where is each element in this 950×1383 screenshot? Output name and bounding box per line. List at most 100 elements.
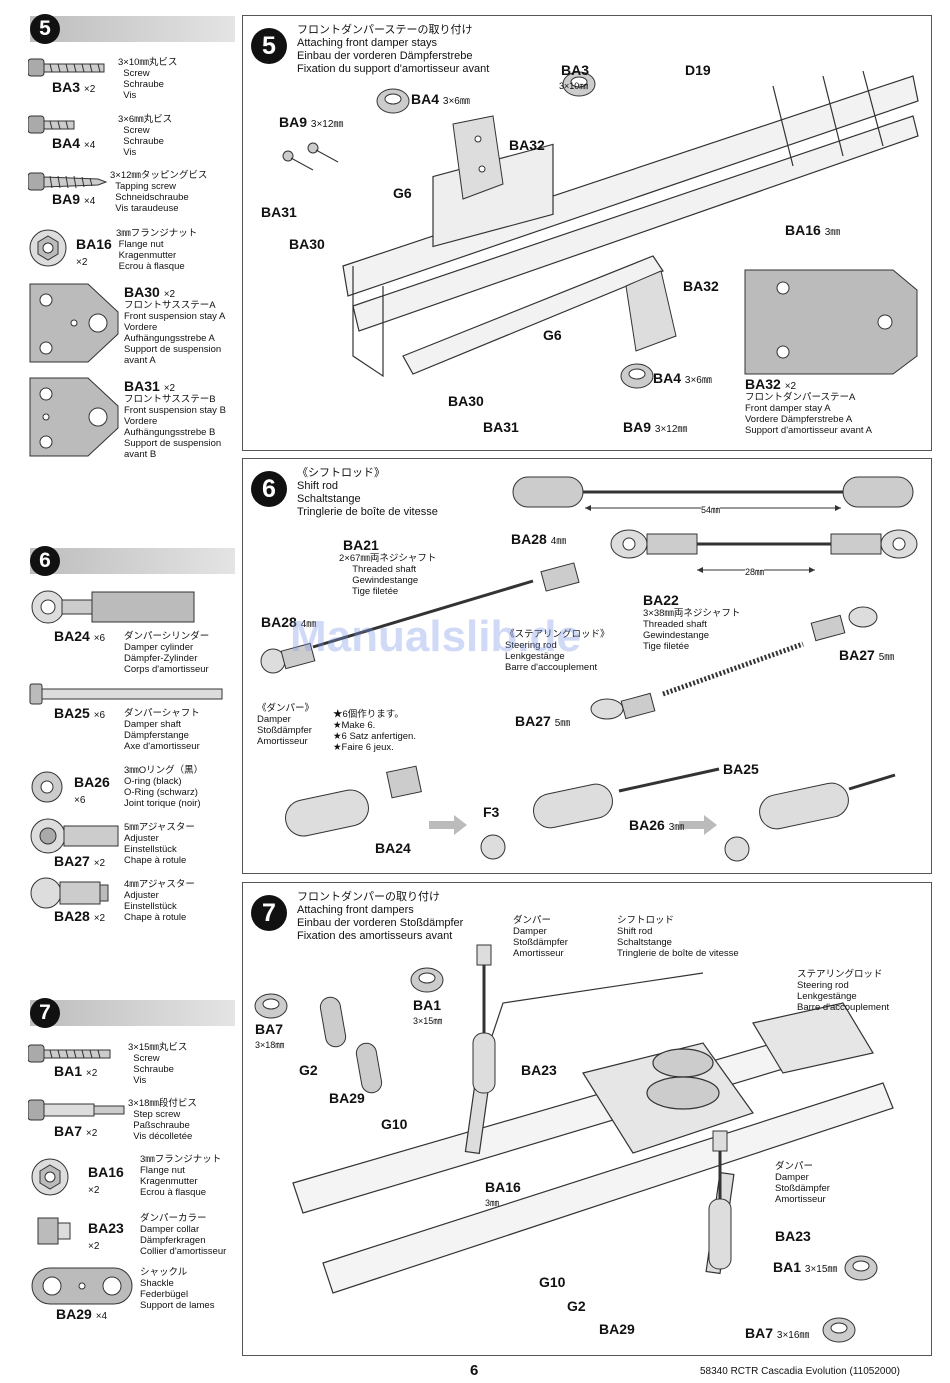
watermark: Manualslib.de bbox=[290, 612, 581, 661]
ba21-description: 2×67㎜両ネジシャフト Threaded shaft Gewindestang… bbox=[339, 553, 437, 597]
step7-header-bar bbox=[30, 1000, 235, 1026]
label-ba32: BA32 bbox=[509, 137, 545, 153]
flange-nut-icon bbox=[620, 363, 654, 389]
ba22-description: 3×38㎜両ネジシャフト Threaded shaft Gewindestang… bbox=[643, 608, 741, 652]
label-ba30-lower: BA30 bbox=[448, 393, 484, 409]
step-screw-icon bbox=[28, 1099, 125, 1121]
label-ba27-right: BA27 5㎜ bbox=[839, 647, 895, 663]
label-ba16-size: 3㎜ bbox=[485, 1198, 500, 1208]
screw-icon bbox=[28, 1044, 111, 1063]
label-ba24: BA24 bbox=[375, 840, 411, 856]
steering-rod-caption: 《ステアリングロッド》 Steering rod Lenkgestänge Ba… bbox=[505, 629, 610, 673]
damper-caption: 《ダンパー》 Damper Stoßdämpfer Amortisseur bbox=[257, 703, 315, 747]
part-description: 3㎜フランジナット Flange nut Kragenmutter Ecrou … bbox=[116, 228, 198, 272]
flange-nut-icon bbox=[31, 1158, 69, 1196]
label-ba4: BA4 3×6㎜ bbox=[411, 91, 470, 107]
panel6-number-badge: 6 bbox=[251, 471, 287, 507]
flange-nut-icon bbox=[822, 1317, 856, 1343]
o-ring-icon bbox=[31, 771, 63, 803]
step5-header-bar bbox=[30, 16, 235, 42]
part-description: ダンパーカラー Damper collar Dämpferkragen Coll… bbox=[140, 1213, 227, 1257]
dim-28: 28㎜ bbox=[745, 565, 765, 578]
label-d19: D19 bbox=[685, 62, 711, 78]
label-ba7-size: 3×18㎜ bbox=[255, 1040, 285, 1050]
label-ba22: BA22 bbox=[643, 592, 679, 608]
steering-rod-illustration bbox=[610, 529, 918, 559]
part-code: BA24 ×6 bbox=[54, 628, 106, 644]
part-code: BA30 ×2 bbox=[124, 284, 176, 300]
step6-number-badge: 6 bbox=[30, 546, 60, 576]
label-ba23-lower: BA23 bbox=[775, 1228, 811, 1244]
flange-nut-icon bbox=[376, 88, 410, 114]
tapping-screw-icon bbox=[28, 172, 108, 191]
step6-header-bar bbox=[30, 548, 235, 574]
part-description: フロントサスステーA Front suspension stay A Vorde… bbox=[124, 300, 226, 366]
steering-rod-caption: ステアリングロッド Steering rod Lenkgestänge Barr… bbox=[797, 969, 890, 1013]
panel7-title: フロントダンパーの取り付け Attaching front dampers Ei… bbox=[297, 891, 464, 942]
ba32-inset-box bbox=[743, 268, 919, 386]
part-code: BA26×6 bbox=[74, 774, 110, 806]
panel7-number-badge: 7 bbox=[251, 895, 287, 931]
label-ba1-size: 3×15㎜ bbox=[413, 1016, 443, 1026]
shackle-icon bbox=[31, 1267, 133, 1305]
flange-nut-icon bbox=[844, 1255, 878, 1281]
step5-number-badge: 5 bbox=[30, 14, 60, 44]
shift-rod-assembly-illustration bbox=[260, 562, 580, 674]
part-code: BA16×2 bbox=[88, 1164, 124, 1196]
label-ba31-lower: BA31 bbox=[483, 419, 519, 435]
model-info: 58340 RCTR Cascadia Evolution (11052000) bbox=[700, 1366, 900, 1377]
label-ba7-lower: BA7 3×16㎜ bbox=[745, 1325, 810, 1341]
label-g10: G10 bbox=[381, 1116, 408, 1132]
part-description: 3×6㎜丸ビス Screw Schraube Vis bbox=[118, 114, 173, 158]
part-code: BA9 ×4 bbox=[52, 191, 96, 207]
label-ba26: BA26 3㎜ bbox=[629, 817, 685, 833]
damper-shaft-icon bbox=[29, 683, 223, 705]
damper-stay-a-illustration bbox=[452, 115, 504, 200]
part-code: BA31 ×2 bbox=[124, 378, 176, 394]
flange-nut-icon bbox=[254, 993, 288, 1019]
damper-cylinder-icon bbox=[31, 590, 195, 624]
label-f3: F3 bbox=[483, 804, 500, 820]
front-chassis-illustration bbox=[292, 972, 894, 1294]
part-code: BA4 ×4 bbox=[52, 135, 96, 151]
part-code: BA23×2 bbox=[88, 1220, 124, 1252]
suspension-stay-a-icon bbox=[29, 283, 119, 363]
label-ba1: BA1 bbox=[413, 997, 442, 1013]
part-code: BA29 ×4 bbox=[56, 1306, 108, 1322]
damper-illustration bbox=[472, 944, 496, 1094]
label-ba4-lower: BA4 3×6㎜ bbox=[653, 370, 712, 386]
screw-icon bbox=[28, 58, 105, 77]
part-code: BA28 ×2 bbox=[54, 908, 106, 924]
part-code: BA27 ×2 bbox=[54, 853, 106, 869]
page-number: 6 bbox=[470, 1362, 479, 1379]
step5-panel: 5 フロントダンパーステーの取り付け Attaching front dampe… bbox=[242, 15, 932, 451]
label-ba32-lower: BA32 bbox=[683, 278, 719, 294]
shackle-illustration bbox=[319, 996, 383, 1094]
damper-illustration bbox=[708, 1130, 732, 1270]
part-description: フロントサスステーB Front suspension stay B Vorde… bbox=[124, 394, 226, 460]
steering-rod-assembly-illustration bbox=[590, 606, 878, 720]
label-ba3-size: 3×10㎜ bbox=[559, 81, 589, 91]
damper-stay-a-icon bbox=[744, 269, 918, 375]
step6-panel: 6 《シフトロッド》 Shift rod Schaltstange Tringl… bbox=[242, 458, 932, 874]
damper-collar-icon bbox=[37, 1217, 71, 1245]
part-description: 3×10㎜丸ビス Screw Schraube Vis bbox=[118, 57, 178, 101]
panel5-number-badge: 5 bbox=[251, 28, 287, 64]
damper-stay-a-illustration bbox=[625, 270, 677, 352]
part-description: シャックル Shackle Federbügel Support de lame… bbox=[140, 1267, 215, 1311]
label-ba9: BA9 3×12㎜ bbox=[279, 114, 344, 130]
shift-rod-illustration bbox=[512, 476, 914, 508]
label-ba1-lower: BA1 3×15㎜ bbox=[773, 1259, 838, 1275]
panel6-title: 《シフトロッド》 Shift rod Schaltstange Tringler… bbox=[297, 467, 438, 518]
flange-nut-icon bbox=[410, 967, 444, 993]
part-code: BA7 ×2 bbox=[54, 1123, 98, 1139]
flange-nut-icon bbox=[562, 71, 596, 97]
label-g10-lower: G10 bbox=[539, 1274, 566, 1290]
part-code: BA3 ×2 bbox=[52, 79, 96, 95]
part-description: 4㎜アジャスター Adjuster Einstellstück Chape à … bbox=[124, 879, 195, 923]
label-ba3: BA3 bbox=[561, 62, 590, 78]
damper-caption: ダンパー Damper Stoßdämpfer Amortisseur bbox=[513, 915, 568, 959]
make-six-note: ★6個作ります。 ★Make 6. ★6 Satz anfertigen. ★F… bbox=[333, 709, 416, 753]
label-g6-lower: G6 bbox=[543, 327, 562, 343]
label-g6: G6 bbox=[393, 185, 412, 201]
